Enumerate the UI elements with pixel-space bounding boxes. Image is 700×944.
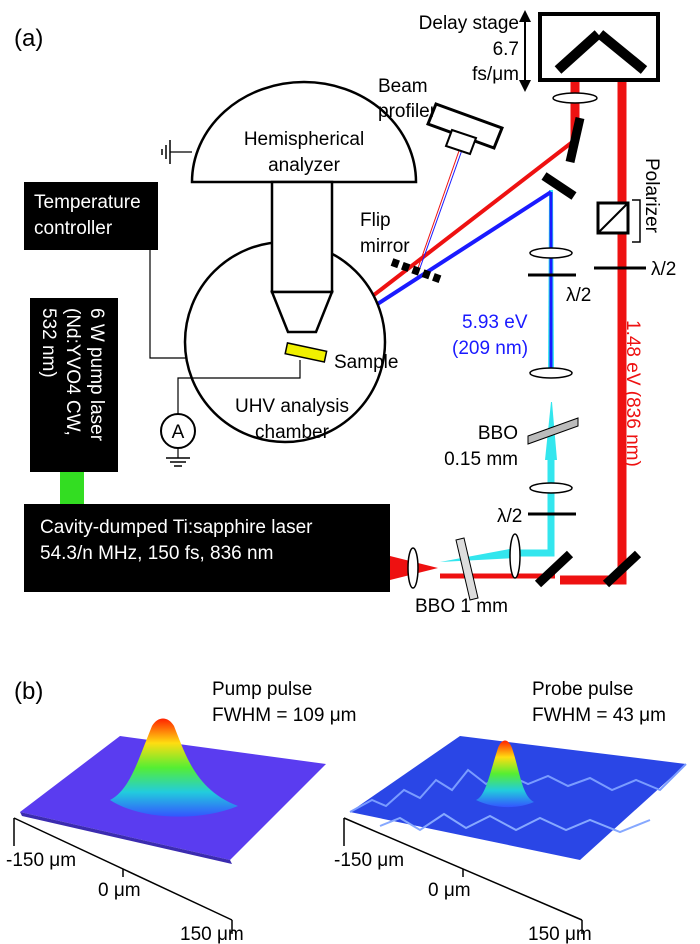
delay-arrow-down — [519, 80, 531, 92]
ir-mirror-1 — [565, 117, 585, 163]
uv-thin-to-profiler — [419, 149, 463, 269]
uv-lens-1 — [529, 247, 573, 259]
beam-profiler-label-1: Beam — [378, 76, 428, 97]
probe-peak — [476, 740, 534, 808]
probe-noise-2 — [379, 812, 651, 834]
flip-mirror-label-1: Flip — [360, 210, 391, 231]
bbo-thin-label-1: BBO — [478, 423, 518, 444]
polarizer-label: Polarizer — [641, 158, 662, 234]
flip-mirror-label-2: mirror — [360, 236, 410, 257]
pump-green-beam — [60, 472, 84, 504]
temperature-controller — [24, 182, 158, 250]
uv-waveplate-2-label: λ/2 — [497, 506, 522, 527]
polarizer-diag — [597, 202, 629, 234]
uv-wavelength-label: (209 nm) — [452, 338, 528, 359]
uv-lens-2 — [529, 367, 573, 379]
pump-axis-pos: 150 μm — [180, 924, 244, 944]
ir-lens — [552, 92, 598, 104]
delay-unit: fs/μm — [472, 64, 519, 85]
uv-collimate-lens — [509, 533, 521, 579]
bbo-thick-crystal — [455, 537, 479, 601]
delay-mirror-right — [596, 30, 648, 74]
bottom-mirror-2 — [602, 550, 642, 588]
ir-thin-to-profiler — [417, 147, 461, 269]
panel-a-label: (a) — [14, 25, 43, 52]
pump-laser-label-2: (Nd:YVO4 CW, — [62, 308, 83, 436]
ir-mirror-2 — [541, 172, 577, 200]
sample-label: Sample — [334, 352, 398, 373]
bbo-thick-label: BBO 1 mm — [415, 596, 508, 617]
hemispherical-analyzer — [190, 80, 418, 184]
ir-beam-label: 1.48 eV (836 nm) — [622, 320, 643, 467]
probe-title: Probe pulse — [532, 679, 633, 700]
flip-mirror — [390, 258, 444, 284]
probe-axis-pos: 150 μm — [528, 924, 592, 944]
chamber-label-1: UHV analysis — [235, 396, 349, 417]
analyzer-lens-cone — [270, 290, 334, 334]
ir-focus-lens — [407, 547, 419, 589]
pump-laser — [30, 298, 118, 472]
pump-peak — [110, 718, 238, 817]
pump-laser-label-1: 6 W pump laser — [86, 308, 107, 442]
bottom-mirror-1 — [534, 550, 574, 588]
ir-waveplate-label: λ/2 — [651, 259, 676, 280]
pump-title: Pump pulse — [212, 679, 312, 700]
probe-axis-zero: 0 μm — [428, 880, 471, 901]
ti-laser-label-1: Cavity-dumped Ti:sapphire laser — [40, 517, 313, 538]
ti-sapphire-laser — [24, 504, 390, 592]
pump-surface-shade — [20, 812, 232, 864]
uv-lens-3 — [529, 482, 573, 494]
temp-ctrl-label-1: Temperature — [34, 192, 141, 213]
analyzer-label-1: Hemispherical — [244, 129, 364, 150]
panel-b-label: (b) — [14, 678, 43, 705]
ir-beam-path — [560, 55, 627, 585]
bbo-thin-crystal — [527, 417, 579, 445]
sample — [284, 342, 328, 363]
delay-value: 6.7 — [493, 39, 519, 60]
beam-profiler — [426, 102, 504, 150]
probe-axis-neg: -150 μm — [334, 850, 404, 871]
delay-mirror-left — [554, 30, 602, 74]
ammeter-wire — [177, 360, 301, 414]
polarizer-bracket — [632, 199, 641, 243]
pump-laser-label-3: 532 nm) — [38, 308, 59, 378]
delay-arrow-up — [519, 10, 531, 22]
analyzer-label-2: analyzer — [268, 155, 340, 176]
pump-fwhm: FWHM = 109 μm — [212, 705, 357, 726]
ti-laser-label-2: 54.3/n MHz, 150 fs, 836 nm — [40, 543, 273, 564]
chamber-label-2: chamber — [255, 422, 330, 443]
probe-fwhm: FWHM = 43 μm — [532, 705, 666, 726]
analyzer-column — [270, 180, 334, 294]
delay-stage-label: Delay stage — [419, 13, 519, 34]
pump-axis-zero: 0 μm — [98, 880, 141, 901]
uv-beam-shg — [440, 548, 515, 562]
beam-profiler-label-2: profiler — [378, 101, 437, 122]
uv-waveplate-1-label: λ/2 — [566, 285, 591, 306]
ammeter-label: A — [172, 422, 185, 443]
beam-profiler-head — [444, 128, 478, 156]
bbo-thin-label-2: 0.15 mm — [444, 449, 518, 470]
uv-energy-label: 5.93 eV — [462, 312, 528, 333]
temp-ctrl-label-2: controller — [34, 218, 113, 239]
pump-axis-neg: -150 μm — [6, 850, 76, 871]
